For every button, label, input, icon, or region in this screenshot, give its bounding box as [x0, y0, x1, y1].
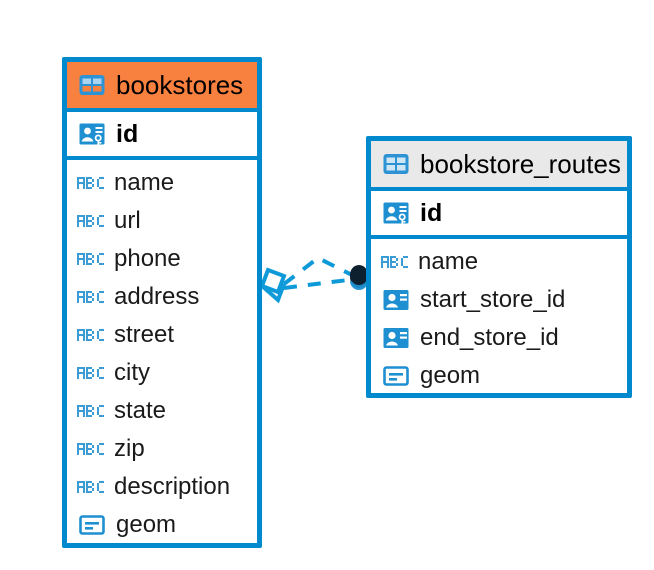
- table-header-bookstore-routes[interactable]: bookstore_routes: [371, 141, 627, 191]
- table-header-bookstores[interactable]: bookstores: [67, 62, 257, 112]
- field-row-url[interactable]: url: [67, 202, 257, 240]
- field-label: state: [114, 397, 167, 424]
- entity-table-bookstores[interactable]: bookstores id: [62, 57, 262, 548]
- field-row-primary-key[interactable]: id: [371, 191, 627, 239]
- abc-text-icon: [77, 291, 104, 303]
- primary-key-label: id: [116, 119, 139, 148]
- field-label: zip: [114, 435, 145, 462]
- entity-table-bookstore-routes[interactable]: bookstore_routes id: [366, 136, 632, 398]
- field-label: name: [418, 248, 479, 275]
- field-row-state[interactable]: state: [67, 392, 257, 430]
- abc-text-icon: [77, 215, 104, 227]
- abc-text-icon: [77, 481, 104, 493]
- table-name-label: bookstore_routes: [420, 149, 621, 179]
- field-row-zip[interactable]: zip: [67, 430, 257, 468]
- geometry-icon: [383, 366, 409, 386]
- field-row-name[interactable]: name: [67, 164, 257, 202]
- field-row-phone[interactable]: phone: [67, 240, 257, 278]
- foreign-key-icon: [383, 290, 409, 310]
- field-label: street: [114, 321, 175, 348]
- abc-text-icon: [381, 256, 408, 268]
- field-label: phone: [114, 245, 181, 272]
- field-row-description[interactable]: description: [67, 468, 257, 506]
- field-row-primary-key[interactable]: id: [67, 112, 257, 160]
- field-row-geom[interactable]: geom: [371, 357, 627, 395]
- primary-key-icon: [383, 202, 409, 224]
- abc-text-icon: [77, 329, 104, 341]
- field-list-bookstore-routes: name start_store_id: [371, 239, 627, 401]
- abc-text-icon: [77, 177, 104, 189]
- field-list-bookstores: name url: [67, 160, 257, 550]
- table-name-label: bookstores: [116, 70, 244, 100]
- geometry-icon: [79, 515, 105, 535]
- table-icon: [383, 154, 409, 174]
- diamond-marker: [259, 267, 287, 304]
- field-label: city: [114, 359, 150, 386]
- field-label: url: [114, 207, 141, 234]
- abc-text-icon: [77, 253, 104, 265]
- field-label: name: [114, 169, 175, 196]
- field-row-end-store-id[interactable]: end_store_id: [371, 319, 627, 357]
- field-row-geom[interactable]: geom: [67, 506, 257, 544]
- primary-key-icon: [79, 123, 105, 145]
- field-label: end_store_id: [420, 324, 559, 351]
- field-label: description: [114, 473, 231, 500]
- field-label: start_store_id: [420, 286, 566, 313]
- field-row-start-store-id[interactable]: start_store_id: [371, 281, 627, 319]
- abc-text-icon: [77, 405, 104, 417]
- relationship-line-lower: [283, 277, 357, 290]
- field-row-name[interactable]: name: [371, 243, 627, 281]
- field-label: geom: [420, 362, 481, 389]
- field-row-address[interactable]: address: [67, 278, 257, 316]
- field-row-street[interactable]: street: [67, 316, 257, 354]
- primary-key-label: id: [420, 198, 443, 227]
- abc-text-icon: [77, 443, 104, 455]
- table-icon: [79, 75, 105, 95]
- field-label: address: [114, 283, 200, 310]
- field-row-city[interactable]: city: [67, 354, 257, 392]
- foreign-key-icon: [383, 328, 409, 348]
- field-label: geom: [116, 511, 177, 538]
- abc-text-icon: [77, 367, 104, 379]
- relationship-line-upper: [282, 255, 357, 286]
